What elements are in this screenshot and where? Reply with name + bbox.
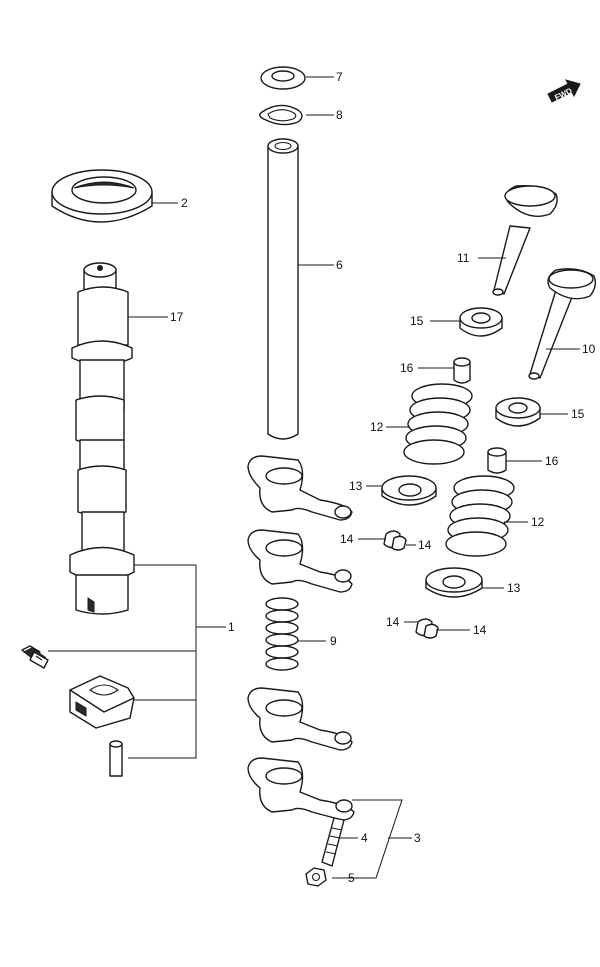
callout-14-b: 14: [418, 538, 432, 552]
thrust-plate-icon: [69, 675, 135, 729]
leader-lines: [48, 76, 580, 879]
callout-5: 5: [348, 871, 355, 885]
camshaft-part-17: [69, 262, 135, 615]
washer-part-7: [260, 66, 306, 90]
callout-numbers: 7 8 6 2 17 1 9 3 4 5 11 10 15 15 16 16 1…: [170, 70, 596, 885]
valve-cotter-part-14-upper: [383, 530, 407, 551]
callout-12-upper: 12: [370, 420, 384, 434]
callout-6: 6: [336, 258, 343, 272]
spring-seat-part-13-upper: [381, 475, 437, 506]
callout-8: 8: [336, 108, 343, 122]
rocker-arm-4-icon: [247, 757, 355, 821]
callout-2: 2: [181, 196, 188, 210]
lock-nut-part-5: [305, 867, 327, 887]
callout-1: 1: [228, 620, 235, 634]
callout-4: 4: [361, 831, 368, 845]
valve-stem-seal-part-16-lower: [487, 447, 507, 474]
valve-part-10: [528, 268, 597, 380]
o-ring-part-8: [259, 104, 303, 126]
callout-13-lower: 13: [507, 581, 521, 595]
callout-14-d: 14: [473, 623, 487, 637]
adjusting-screw-part-4: [321, 817, 345, 867]
callout-7: 7: [336, 70, 343, 84]
callout-9: 9: [330, 634, 337, 648]
callout-17: 17: [170, 310, 184, 324]
callout-15-lower: 15: [571, 407, 585, 421]
valve-cotter-part-14-lower: [415, 618, 439, 639]
spring-retainer-part-15-lower: [495, 397, 541, 427]
callout-13-upper: 13: [349, 479, 363, 493]
spring-retainer-part-15-upper: [459, 307, 503, 337]
oil-seal-part-2: [51, 169, 153, 223]
valve-part-11: [492, 184, 558, 296]
valve-stem-seal-part-16-upper: [453, 357, 471, 384]
callout-16-upper: 16: [400, 361, 414, 375]
spring-seat-part-13-lower: [425, 567, 483, 598]
bolt-icon: [21, 645, 49, 669]
callout-12-lower: 12: [531, 515, 545, 529]
shaft-spring-part-9: [265, 597, 299, 671]
callout-14-c: 14: [386, 615, 400, 629]
fwd-label: FWD: [553, 86, 574, 102]
callout-11: 11: [457, 251, 470, 265]
forward-direction-arrow-icon: FWD: [547, 79, 581, 103]
rocker-arm-2-icon: [247, 529, 353, 593]
callout-14-a: 14: [340, 532, 354, 546]
pin-icon: [109, 740, 123, 777]
callout-10: 10: [582, 342, 596, 356]
rocker-arm-1-icon: [247, 455, 353, 521]
callout-3: 3: [414, 831, 421, 845]
rocker-shaft-part-6: [267, 138, 299, 440]
callout-15-upper: 15: [410, 314, 424, 328]
callout-16-lower: 16: [545, 454, 559, 468]
rocker-arm-3-icon: [247, 687, 353, 751]
valve-spring-part-12-upper: [403, 383, 473, 465]
valve-spring-part-12-lower: [445, 475, 515, 557]
